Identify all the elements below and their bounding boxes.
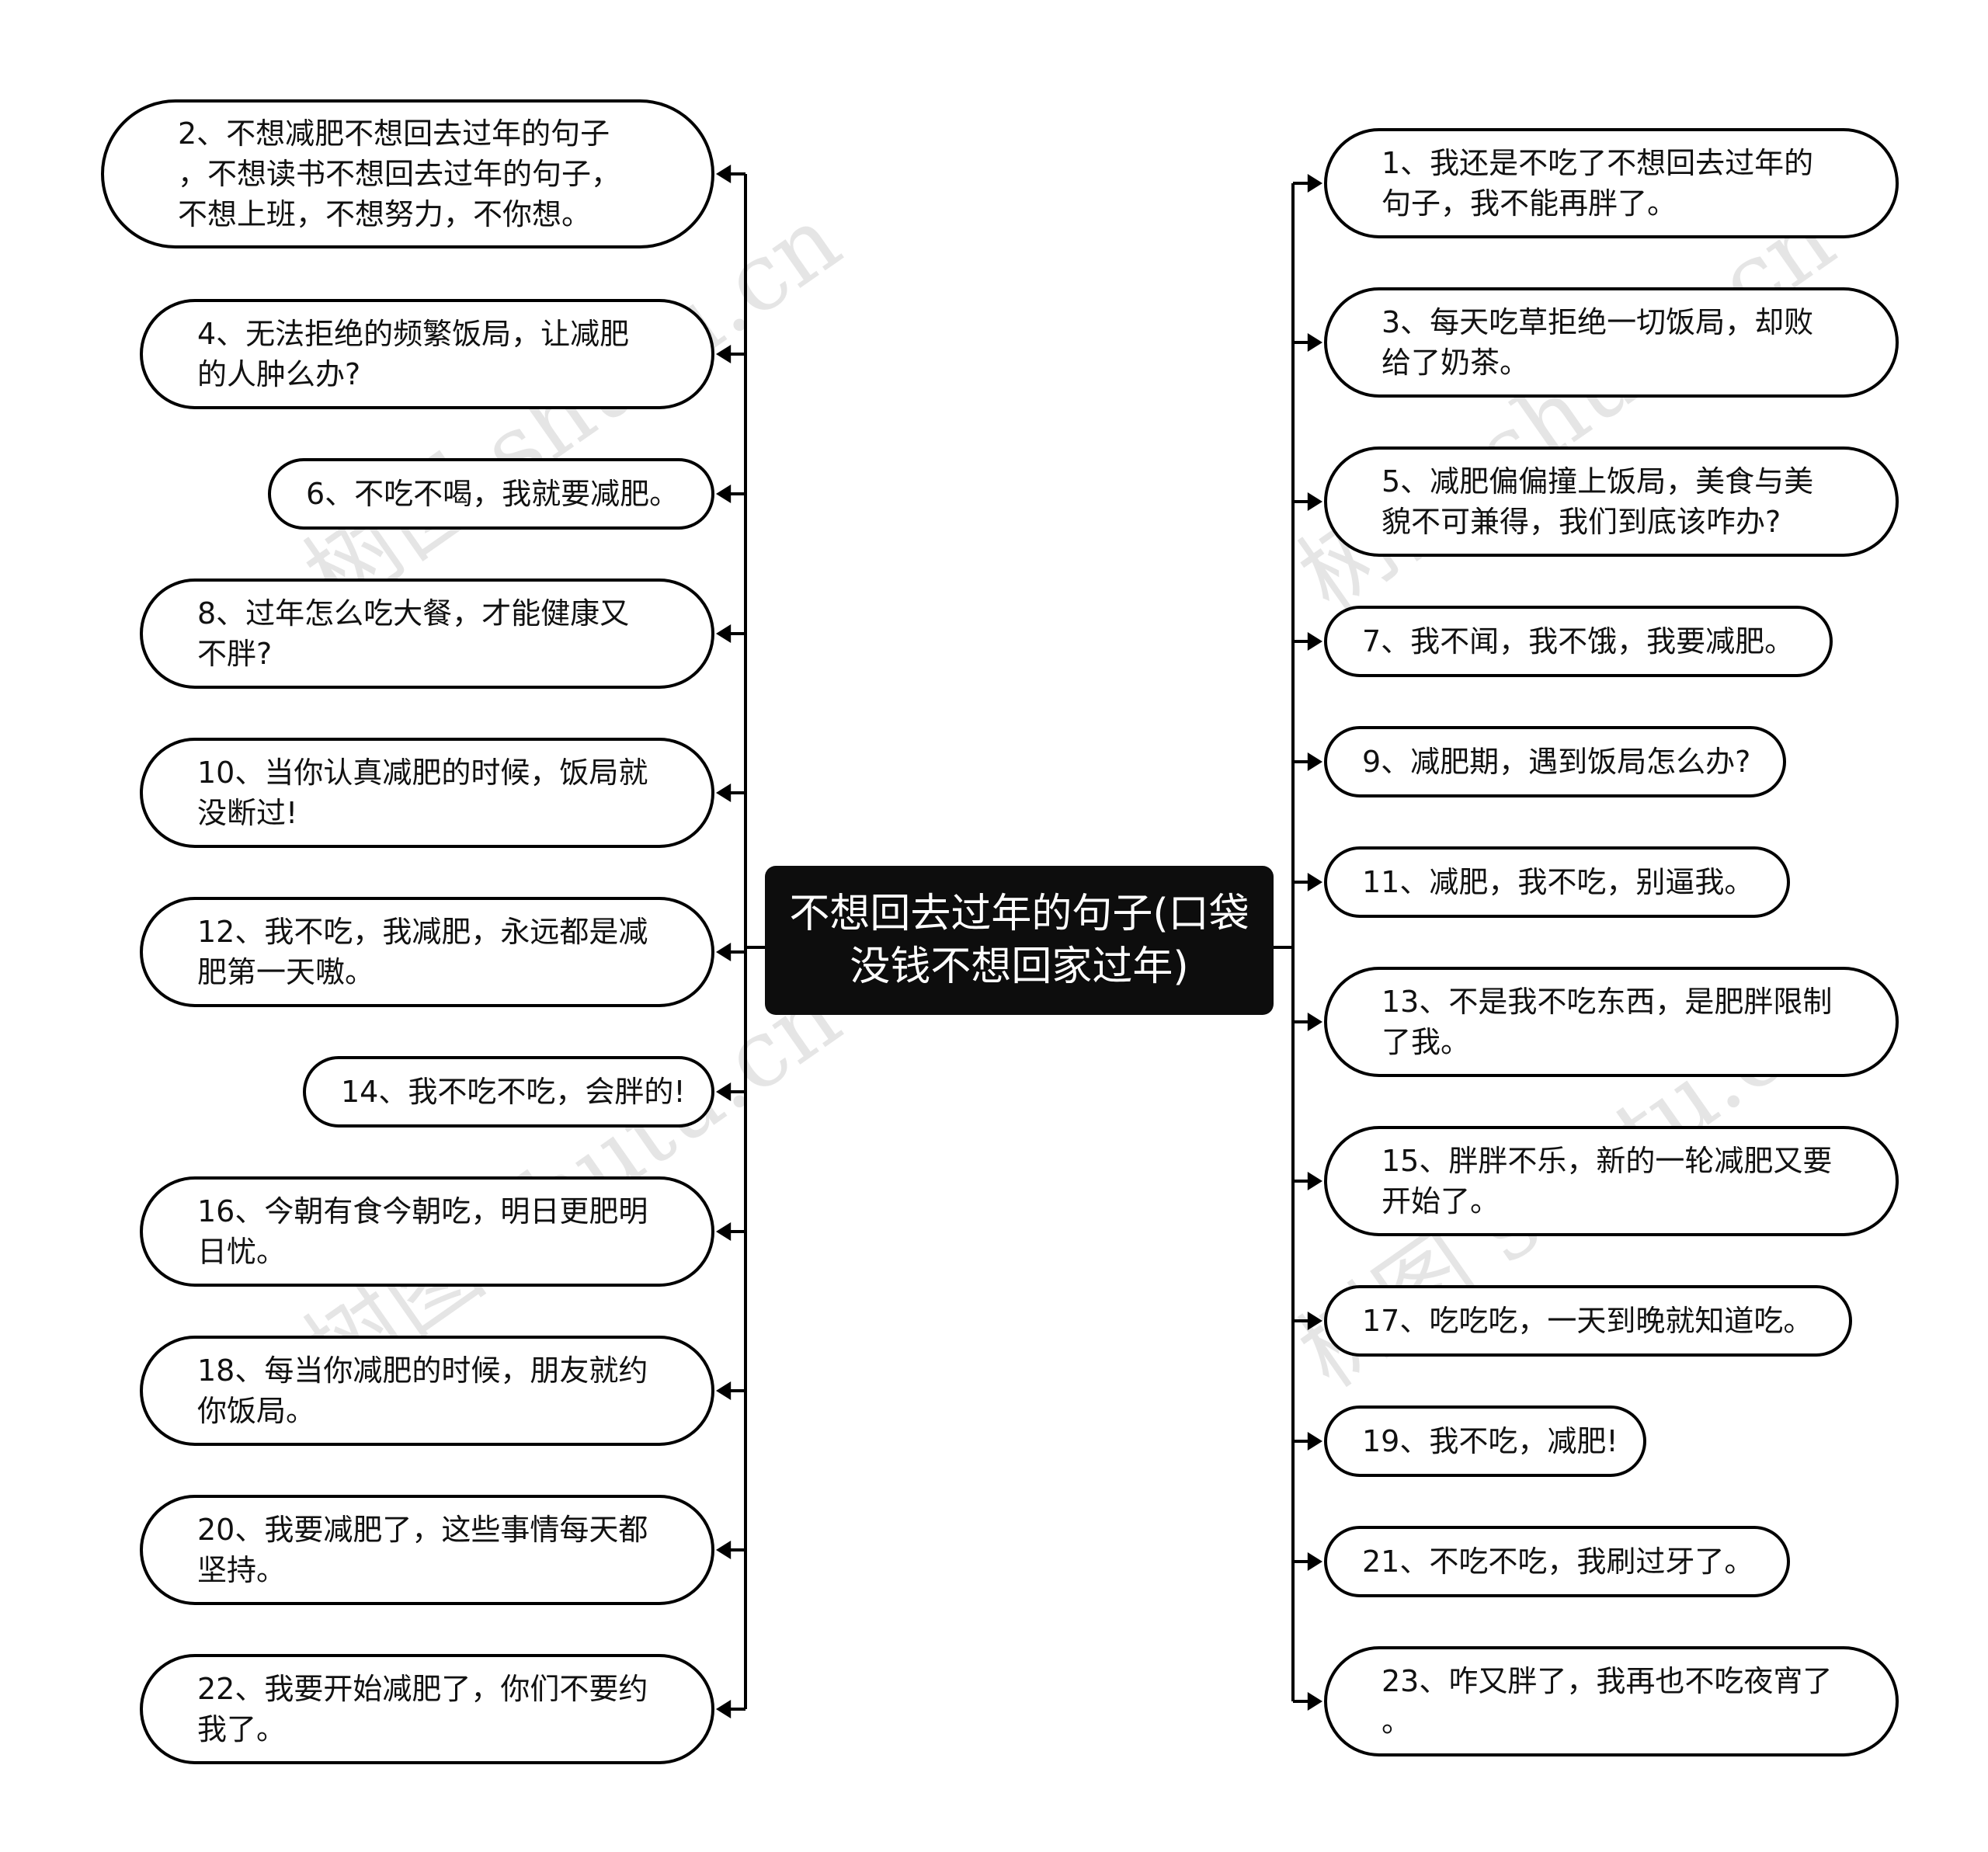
arrow-head [716,1082,732,1101]
node-label: 1、我还是不吃了不想回去过年的 句子，我不能再胖了。 [1382,146,1814,221]
left-topic-node[interactable]: 6、不吃不喝，我就要减肥。 [268,458,714,530]
node-label: 5、减肥偏偏撞上饭局，美食与美 貌不可兼得，我们到底该咋办? [1382,464,1814,539]
arrow-head [716,1541,732,1559]
arrow-head [1307,174,1322,193]
node-label: 6、不吃不喝，我就要减肥。 [306,477,679,511]
right-topic-node[interactable]: 23、咋又胖了，我再也不吃夜宵了 。 [1324,1646,1899,1756]
arrow-head [1307,1172,1322,1190]
node-label: 21、不吃不吃，我刷过牙了。 [1362,1544,1754,1579]
right-topic-node[interactable]: 7、我不闻，我不饿，我要减肥。 [1324,606,1833,677]
arrow-head [1307,1312,1322,1330]
arrow-head [1307,873,1322,891]
node-label: 13、不是我不吃东西，是肥胖限制 了我。 [1382,985,1833,1059]
left-topic-node[interactable]: 8、过年怎么吃大餐，才能健康又 不胖? [140,579,714,689]
arrow-head [716,624,732,643]
right-topic-node[interactable]: 13、不是我不吃东西，是肥胖限制 了我。 [1324,967,1899,1077]
node-label: 12、我不吃，我减肥，永远都是减 肥第一天嗷。 [197,915,648,989]
arrow-head [716,1700,732,1718]
node-label: 9、减肥期，遇到饭局怎么办? [1362,745,1751,779]
arrow-head [716,784,732,802]
left-topic-node[interactable]: 16、今朝有食今朝吃，明日更肥明 日忧。 [140,1176,714,1287]
node-label: 10、当你认真减肥的时候，饭局就 没断过! [197,756,648,830]
left-topic-node[interactable]: 22、我要开始减肥了，你们不要约 我了。 [140,1654,714,1764]
right-topic-node[interactable]: 15、胖胖不乐，新的一轮减肥又要 开始了。 [1324,1126,1899,1236]
arrow-head [716,485,732,503]
node-label: 19、我不吃，减肥! [1362,1424,1618,1458]
node-label: 23、咋又胖了，我再也不吃夜宵了 。 [1382,1664,1833,1739]
arrow-head [1307,492,1322,511]
arrow-head [716,1222,732,1241]
arrow-head [1307,333,1322,352]
left-topic-node[interactable]: 4、无法拒绝的频繁饭局，让减肥 的人肿么办? [140,299,714,409]
arrow-head [716,943,732,961]
arrow-head [1307,1013,1322,1031]
left-topic-node[interactable]: 2、不想减肥不想回去过年的句子 ，不想读书不想回去过年的句子， 不想上班，不想努… [101,99,714,248]
left-topic-node[interactable]: 12、我不吃，我减肥，永远都是减 肥第一天嗷。 [140,897,714,1007]
right-topic-node[interactable]: 5、减肥偏偏撞上饭局，美食与美 貌不可兼得，我们到底该咋办? [1324,446,1899,557]
right-topic-node[interactable]: 11、减肥，我不吃，别逼我。 [1324,846,1790,918]
arrow-head [1307,752,1322,771]
node-label: 4、无法拒绝的频繁饭局，让减肥 的人肿么办? [197,317,630,391]
node-label: 22、我要开始减肥了，你们不要约 我了。 [197,1672,648,1746]
node-label: 16、今朝有食今朝吃，明日更肥明 日忧。 [197,1194,648,1269]
right-topic-node[interactable]: 1、我还是不吃了不想回去过年的 句子，我不能再胖了。 [1324,128,1899,238]
node-label: 3、每天吃草拒绝一切饭局，却败 给了奶茶。 [1382,305,1814,380]
right-topic-node[interactable]: 21、不吃不吃，我刷过牙了。 [1324,1526,1790,1597]
central-topic[interactable]: 不想回去过年的句子(口袋 没钱不想回家过年) [765,866,1274,1015]
node-label: 2、不想减肥不想回去过年的句子 ，不想读书不想回去过年的句子， 不想上班，不想努… [178,116,621,231]
node-label: 18、每当你减肥的时候，朋友就约 你饭局。 [197,1353,648,1428]
right-topic-node[interactable]: 3、每天吃草拒绝一切饭局，却败 给了奶茶。 [1324,287,1899,398]
arrow-head [1307,1552,1322,1571]
node-label: 17、吃吃吃，一天到晚就知道吃。 [1362,1304,1813,1338]
right-topic-node[interactable]: 19、我不吃，减肥! [1324,1406,1646,1477]
arrow-head [716,165,732,183]
right-topic-node[interactable]: 9、减肥期，遇到饭局怎么办? [1324,726,1786,797]
left-topic-node[interactable]: 14、我不吃不吃，会胖的! [303,1056,714,1128]
left-topic-node[interactable]: 18、每当你减肥的时候，朋友就约 你饭局。 [140,1336,714,1446]
right-topic-node[interactable]: 17、吃吃吃，一天到晚就知道吃。 [1324,1285,1852,1357]
node-label: 20、我要减肥了，这些事情每天都 坚持。 [197,1513,648,1587]
node-label: 7、我不闻，我不饿，我要减肥。 [1362,624,1795,658]
arrow-head [716,1381,732,1400]
arrow-head [1307,1692,1322,1711]
node-label: 11、减肥，我不吃，别逼我。 [1362,865,1754,899]
node-label: 14、我不吃不吃，会胖的! [341,1075,686,1109]
arrow-head [1307,632,1322,651]
arrow-head [1307,1432,1322,1451]
arrow-head [716,345,732,363]
node-label: 15、胖胖不乐，新的一轮减肥又要 开始了。 [1382,1144,1833,1218]
node-label: 8、过年怎么吃大餐，才能健康又 不胖? [197,596,630,671]
left-topic-node[interactable]: 20、我要减肥了，这些事情每天都 坚持。 [140,1495,714,1605]
left-topic-node[interactable]: 10、当你认真减肥的时候，饭局就 没断过! [140,738,714,848]
